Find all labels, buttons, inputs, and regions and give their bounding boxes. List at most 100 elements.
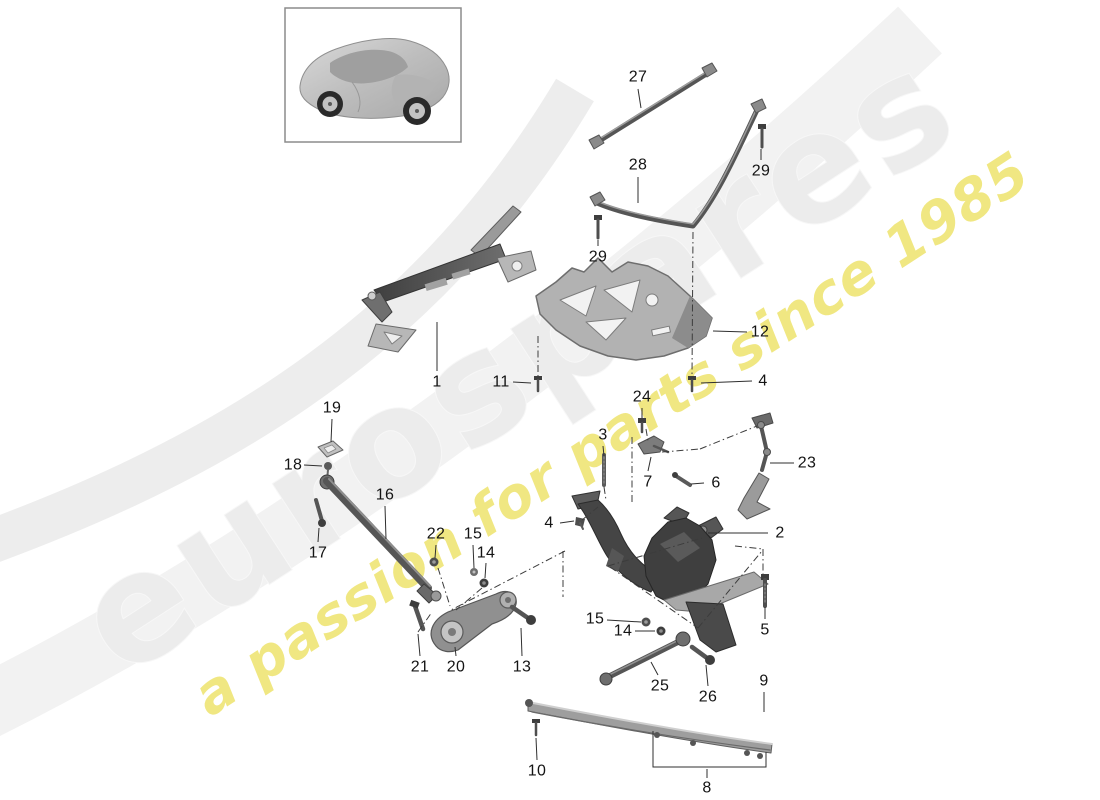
callout-14-left-label[interactable]: 14 — [477, 545, 495, 562]
bolt-29-left — [594, 215, 602, 240]
part-27-strut-bar — [588, 62, 718, 150]
callout-15-left-label[interactable]: 15 — [464, 526, 482, 543]
callout-13-leader — [520, 627, 523, 657]
callout-6-label[interactable]: 6 — [711, 475, 720, 492]
bolt-5 — [761, 574, 769, 608]
clip-19 — [317, 440, 344, 458]
swoosh-arc-lower — [0, 6, 942, 736]
callout-26-label[interactable]: 26 — [699, 689, 717, 706]
background-swoosh-graphics — [0, 6, 942, 736]
callout-29-left-label[interactable]: 29 — [589, 249, 607, 266]
callout-4-plate-leader — [700, 380, 753, 384]
callout-27-label[interactable]: 27 — [629, 69, 647, 86]
nut-15-right-center — [644, 620, 648, 624]
callout-11-leader — [512, 381, 532, 384]
washer-15-left-center — [472, 570, 476, 574]
fasteners-22-15-14-left — [429, 557, 489, 588]
callout-14-left-leader — [484, 562, 487, 579]
part-20-control-arm — [430, 591, 517, 653]
car-rear-deck — [391, 74, 436, 106]
callout-24-label[interactable]: 24 — [633, 389, 651, 406]
callout-10-label[interactable]: 10 — [528, 763, 546, 780]
callout-25-leader — [650, 661, 659, 676]
callout-8-label[interactable]: 8 — [702, 780, 711, 797]
car-cabin — [330, 49, 408, 84]
callout-22-leader — [434, 544, 437, 559]
callout-16-label[interactable]: 16 — [376, 487, 394, 504]
bolt-17 — [314, 498, 326, 527]
callout-15-right-label[interactable]: 15 — [586, 611, 604, 628]
screw-11 — [534, 376, 542, 393]
callout-17-leader — [317, 527, 320, 543]
callout-13-label[interactable]: 13 — [513, 659, 531, 676]
callout-3-label[interactable]: 3 — [598, 427, 607, 444]
callout-19-leader — [330, 418, 333, 443]
bolt-13 — [509, 604, 536, 625]
callout-11-label[interactable]: 11 — [492, 374, 509, 391]
bolt-24 — [638, 418, 646, 434]
callout-16-leader — [384, 505, 387, 540]
car-rear-hub — [415, 109, 419, 113]
fasteners-15-14-right — [641, 617, 666, 636]
pin-6 — [672, 472, 692, 487]
callout-9-label[interactable]: 9 — [759, 673, 768, 690]
callout-26-leader — [705, 664, 709, 687]
callout-22-label[interactable]: 22 — [427, 526, 445, 543]
callout-20-leader — [454, 646, 457, 657]
callout-15-left-leader — [472, 544, 475, 569]
callout-7-label[interactable]: 7 — [643, 474, 652, 491]
washer-14-right-center — [659, 629, 663, 633]
callout-28-label[interactable]: 28 — [629, 157, 647, 174]
callout-18-label[interactable]: 18 — [284, 457, 302, 474]
callout-12-leader — [712, 330, 748, 333]
swoosh-arc-upper — [0, 78, 594, 562]
parts-layer — [314, 62, 774, 759]
callout-14-right-label[interactable]: 14 — [614, 623, 632, 640]
bolt-29-right — [758, 124, 766, 149]
callout-12-label[interactable]: 12 — [751, 324, 769, 341]
part-1-cross-brace — [361, 205, 537, 353]
part-23-link — [737, 412, 774, 520]
callout-6-leader — [690, 482, 705, 485]
screw-4-plate — [688, 376, 696, 393]
bolt-21 — [409, 599, 426, 632]
callout-21-leader — [417, 633, 421, 657]
watermark-brand-text: eurospares — [47, 15, 988, 710]
car-door-line — [351, 81, 361, 113]
callout-7-leader — [647, 456, 652, 472]
callout-10-leader — [535, 737, 538, 761]
part-28-brace-bar — [589, 98, 767, 229]
part-25-toe-link — [599, 631, 691, 686]
car-thumbnail — [284, 7, 462, 143]
part-9-rear-rail — [525, 699, 773, 754]
callout-4-arm-leader — [559, 520, 575, 524]
nut-18 — [324, 462, 332, 470]
rivets-8 — [654, 732, 763, 759]
callout-21-label[interactable]: 21 — [411, 659, 429, 676]
callout-3-leader — [602, 445, 605, 457]
callout-2-label[interactable]: 2 — [775, 525, 784, 542]
car-front-hub — [328, 102, 332, 106]
part-2-corner-console — [571, 490, 769, 653]
callout-4-plate-label[interactable]: 4 — [758, 373, 767, 390]
screw-10 — [532, 719, 540, 737]
callout-1-label[interactable]: 1 — [432, 374, 441, 391]
nut-22-center — [432, 560, 436, 564]
callout-29-right-label[interactable]: 29 — [752, 163, 770, 180]
callout-4-arm-label[interactable]: 4 — [544, 515, 553, 532]
callout-17-label[interactable]: 17 — [309, 545, 327, 562]
callout-25-label[interactable]: 25 — [651, 678, 669, 695]
callout-20-label[interactable]: 20 — [447, 659, 465, 676]
callout-15-right-leader — [606, 619, 642, 623]
car-illustration — [299, 38, 450, 125]
callout-27-leader — [637, 88, 642, 109]
part-16-rod — [319, 469, 442, 604]
bolt-26 — [689, 644, 715, 665]
part-12-cover-plate — [535, 257, 713, 361]
callout-5-label[interactable]: 5 — [760, 622, 769, 639]
callout-19-label[interactable]: 19 — [323, 400, 341, 417]
callout-23-label[interactable]: 23 — [798, 455, 816, 472]
callout-8-bracket — [652, 731, 767, 768]
